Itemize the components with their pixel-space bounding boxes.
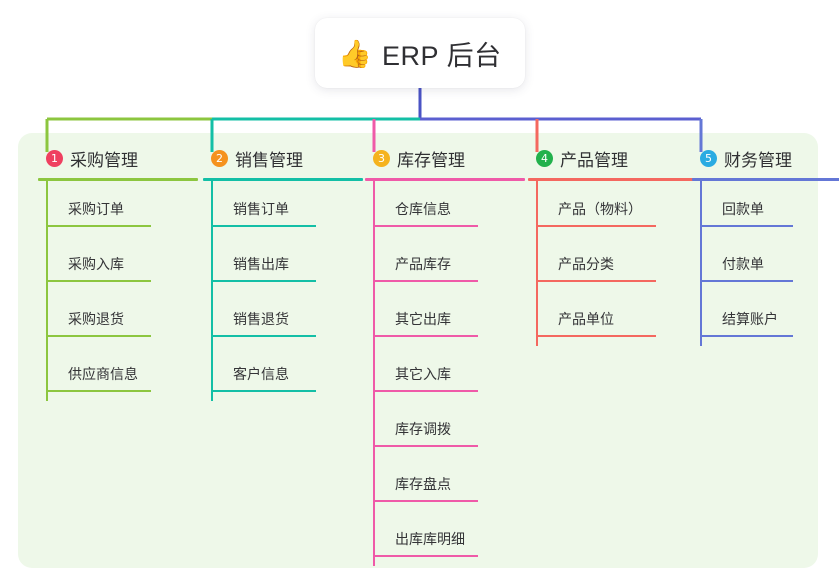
branch-item-label: 其它入库 — [395, 366, 451, 382]
branch-underline — [203, 178, 363, 181]
branch-title: 财务管理 — [724, 150, 792, 170]
diagram-panel — [18, 133, 818, 568]
branch-item[interactable]: 销售退货 — [211, 291, 351, 346]
branch-number-badge: 5 — [700, 149, 717, 167]
branch-header-4[interactable]: 4 产品管理 — [528, 146, 703, 170]
thumbs-up-icon: 👍 — [338, 38, 373, 69]
branch-item[interactable]: 付款单 — [700, 236, 828, 291]
branch-item-underline — [373, 390, 478, 392]
branch-item-underline — [211, 225, 316, 227]
branch-title: 采购管理 — [70, 150, 138, 170]
branch-item[interactable]: 销售订单 — [211, 181, 351, 236]
branch-item-underline — [211, 280, 316, 282]
branch-item-underline — [46, 225, 151, 227]
branch-underline — [692, 178, 839, 181]
branch-number-badge: 3 — [373, 149, 390, 167]
branch-item[interactable]: 供应商信息 — [46, 346, 186, 401]
branch-header-3[interactable]: 3 库存管理 — [365, 146, 525, 170]
branch-number-badge: 4 — [536, 149, 553, 167]
branch-column-1: 1 采购管理采购订单采购入库采购退货供应商信息 — [38, 146, 198, 401]
branch-item-label: 采购订单 — [68, 201, 124, 217]
branch-item-underline — [373, 335, 478, 337]
branch-item-label: 出库库明细 — [395, 531, 465, 547]
branch-item[interactable]: 产品分类 — [536, 236, 691, 291]
branch-trunk-line — [373, 181, 375, 566]
branch-item-label: 采购入库 — [68, 256, 124, 272]
branch-item-underline — [373, 555, 478, 557]
branch-item-underline — [700, 225, 793, 227]
branch-item-underline — [536, 280, 656, 282]
branch-item-underline — [211, 335, 316, 337]
branch-item-underline — [211, 390, 316, 392]
branch-item-label: 其它出库 — [395, 311, 451, 327]
branch-item[interactable]: 采购入库 — [46, 236, 186, 291]
branch-trunk-line — [211, 181, 213, 401]
branch-item-label: 付款单 — [722, 256, 764, 272]
branch-item[interactable]: 库存盘点 — [373, 456, 513, 511]
branch-header-1[interactable]: 1 采购管理 — [38, 146, 198, 170]
branch-item[interactable]: 销售出库 — [211, 236, 351, 291]
branch-column-5: 5 财务管理回款单付款单结算账户 — [692, 146, 839, 346]
branch-item-underline — [373, 500, 478, 502]
branch-item-underline — [700, 280, 793, 282]
branch-item-underline — [46, 390, 151, 392]
branch-item-label: 库存盘点 — [395, 476, 451, 492]
branch-item[interactable]: 结算账户 — [700, 291, 828, 346]
branch-item[interactable]: 库存调拨 — [373, 401, 513, 456]
branch-column-3: 3 库存管理仓库信息产品库存其它出库其它入库库存调拨库存盘点出库库明细 — [365, 146, 525, 566]
branch-item-label: 产品单位 — [558, 311, 614, 327]
branch-item-underline — [536, 225, 656, 227]
branch-item-label: 客户信息 — [233, 366, 289, 382]
branch-column-4: 4 产品管理产品（物料） 产品分类产品单位 — [528, 146, 703, 346]
branch-item[interactable]: 回款单 — [700, 181, 828, 236]
branch-underline — [38, 178, 198, 181]
branch-item-underline — [46, 335, 151, 337]
branch-item-label: 供应商信息 — [68, 366, 138, 382]
branch-item[interactable]: 产品单位 — [536, 291, 691, 346]
branch-title: 销售管理 — [235, 150, 303, 170]
branch-trunk-line — [46, 181, 48, 401]
branch-header-5[interactable]: 5 财务管理 — [692, 146, 839, 170]
branch-number-badge: 1 — [46, 149, 63, 167]
branch-item-label: 结算账户 — [722, 311, 778, 327]
root-node-card[interactable]: 👍 ERP 后台 — [315, 18, 525, 88]
branch-trunk-line — [700, 181, 702, 346]
branch-item[interactable]: 产品（物料） — [536, 181, 691, 236]
branch-item[interactable]: 产品库存 — [373, 236, 513, 291]
branch-item-label: 采购退货 — [68, 311, 124, 327]
branch-item-label: 销售退货 — [233, 311, 289, 327]
branch-title: 库存管理 — [397, 150, 465, 170]
branch-item-label: 销售订单 — [233, 201, 289, 217]
branch-item-label: 产品（物料） — [558, 201, 642, 217]
branch-underline — [365, 178, 525, 181]
branch-item-label: 产品库存 — [395, 256, 451, 272]
branch-item[interactable]: 出库库明细 — [373, 511, 513, 566]
branch-item-underline — [373, 280, 478, 282]
branch-item[interactable]: 仓库信息 — [373, 181, 513, 236]
branch-column-2: 2 销售管理销售订单销售出库销售退货客户信息 — [203, 146, 363, 401]
branch-item-label: 产品分类 — [558, 256, 614, 272]
branch-item-label: 回款单 — [722, 201, 764, 217]
branch-title: 产品管理 — [560, 150, 628, 170]
branch-item-underline — [700, 335, 793, 337]
branch-item-underline — [46, 280, 151, 282]
branch-header-2[interactable]: 2 销售管理 — [203, 146, 363, 170]
branch-trunk-line — [536, 181, 538, 346]
branch-number-badge: 2 — [211, 149, 228, 167]
branch-item-label: 销售出库 — [233, 256, 289, 272]
branch-item-label: 仓库信息 — [395, 201, 451, 217]
branch-item-underline — [373, 225, 478, 227]
branch-item-underline — [536, 335, 656, 337]
branch-item[interactable]: 其它出库 — [373, 291, 513, 346]
branch-item[interactable]: 其它入库 — [373, 346, 513, 401]
branch-item-underline — [373, 445, 478, 447]
branch-item-label: 库存调拨 — [395, 421, 451, 437]
branch-item[interactable]: 客户信息 — [211, 346, 351, 401]
branch-item[interactable]: 采购订单 — [46, 181, 186, 236]
branch-item[interactable]: 采购退货 — [46, 291, 186, 346]
branch-underline — [528, 178, 703, 181]
root-node-title: ERP 后台 — [382, 40, 502, 71]
